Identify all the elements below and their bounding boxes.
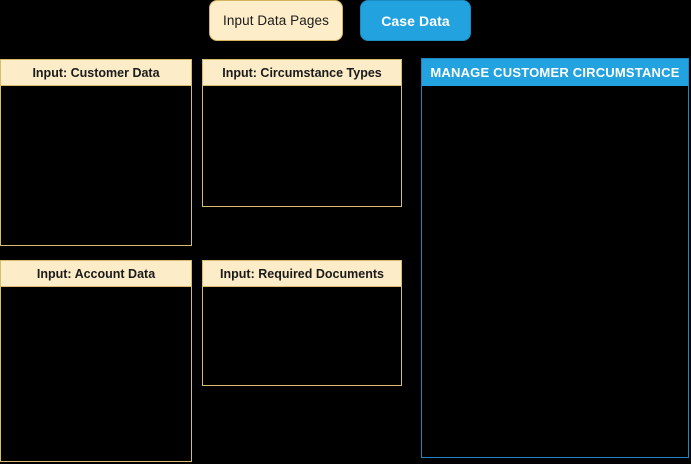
- panel-body-manage-customer-circumstance: [422, 86, 688, 457]
- panel-input-circumstance-types[interactable]: Input: Circumstance Types: [202, 59, 402, 207]
- tab-case-data[interactable]: Case Data: [360, 0, 471, 41]
- panel-header-manage-customer-circumstance: MANAGE CUSTOMER CIRCUMSTANCE: [422, 59, 688, 86]
- panel-header-input-required-documents: Input: Required Documents: [203, 261, 401, 287]
- panel-header-input-circumstance-types: Input: Circumstance Types: [203, 60, 401, 86]
- panel-body-input-customer-data: [1, 86, 191, 245]
- panel-input-customer-data[interactable]: Input: Customer Data: [0, 59, 192, 246]
- panel-input-account-data[interactable]: Input: Account Data: [0, 260, 192, 462]
- panel-input-required-documents[interactable]: Input: Required Documents: [202, 260, 402, 386]
- panel-header-input-customer-data: Input: Customer Data: [1, 60, 191, 86]
- panel-body-input-account-data: [1, 287, 191, 461]
- panel-manage-customer-circumstance[interactable]: MANAGE CUSTOMER CIRCUMSTANCE: [421, 58, 689, 458]
- tab-input-data-pages[interactable]: Input Data Pages: [209, 0, 343, 41]
- panel-header-input-account-data: Input: Account Data: [1, 261, 191, 287]
- panel-body-input-required-documents: [203, 287, 401, 385]
- panel-body-input-circumstance-types: [203, 86, 401, 206]
